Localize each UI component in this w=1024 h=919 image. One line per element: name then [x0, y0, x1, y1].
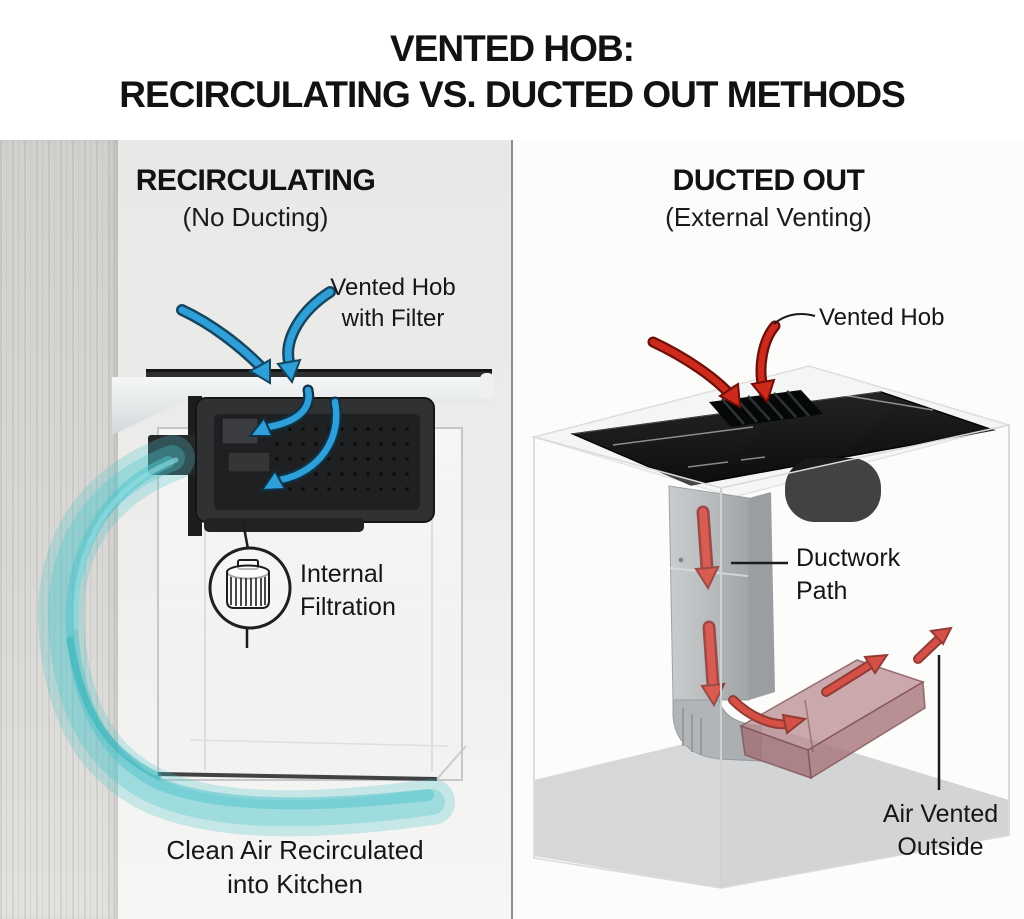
right-header: DUCTED OUT (External Venting) [513, 164, 1024, 233]
blue-arrow-filter-upper [247, 384, 315, 437]
panel-divider [511, 140, 513, 919]
red-arrow-duct-mid [821, 653, 889, 697]
red-arrow-duct-lower [700, 620, 726, 708]
red-arrow-intake-right [750, 320, 781, 405]
vented-hob [570, 390, 996, 486]
ducted-out-scene [531, 313, 1012, 889]
red-arrow-outlet [913, 626, 953, 664]
elbow-ribs [682, 708, 702, 755]
vented-hob-label: Vented Hob [819, 304, 945, 331]
clean-air-stream [38, 435, 455, 837]
filter-icon [208, 521, 292, 648]
blue-arrow-right [276, 286, 336, 385]
filter-internal-arrows [247, 384, 342, 492]
right-heading: DUCTED OUT [672, 164, 865, 197]
left-header: RECIRCULATING (No Ducting) [0, 164, 511, 233]
right-subheading: (External Venting) [665, 202, 872, 232]
hob-highlights [612, 394, 934, 468]
red-arrow-elbow [728, 695, 808, 735]
ductwork-path-label: Ductwork Path [796, 544, 901, 605]
cabinet-floor-shading [534, 725, 1009, 888]
air-vented-outside-label: Air Vented Outside [882, 800, 999, 861]
blue-arrow-left [176, 304, 271, 385]
blue-arrow-filter-lower [260, 396, 342, 492]
cabinet-glass-front [533, 424, 1010, 889]
recirculating-panel: RECIRCULATING (No Ducting) Vented Hob wi… [0, 140, 511, 919]
countertop [112, 369, 494, 435]
title-line-2: RECIRCULATING VS. DUCTED OUT METHODS [119, 74, 906, 116]
duct-elbow [672, 699, 762, 762]
filter-icon-hatch [230, 577, 266, 606]
air-intake-arrows [176, 286, 336, 385]
title-block: VENTED HOB: RECIRCULATING VS. DUCTED OUT… [0, 0, 1024, 140]
duct-side-face [749, 492, 775, 700]
left-subheading: (No Ducting) [182, 202, 329, 232]
red-arrow-duct-upper [694, 505, 720, 591]
recirculating-scene [38, 286, 494, 837]
hob-plenum [785, 458, 881, 522]
clean-air-caption: Clean Air Recirculated into Kitchen [166, 835, 424, 899]
vented-hob-filter-label: Vented Hob with Filter [330, 274, 456, 333]
internal-filtration-label: Internal Filtration [300, 560, 396, 621]
left-heading: RECIRCULATING [135, 164, 376, 197]
ducted-out-panel: DUCTED OUT (External Venting) Vented Hob… [513, 140, 1024, 919]
exhaust-flow-arrows [647, 320, 953, 735]
leader-lines [731, 313, 941, 790]
title-line-1: VENTED HOB: [390, 28, 635, 69]
red-arrow-intake-left [647, 336, 742, 409]
